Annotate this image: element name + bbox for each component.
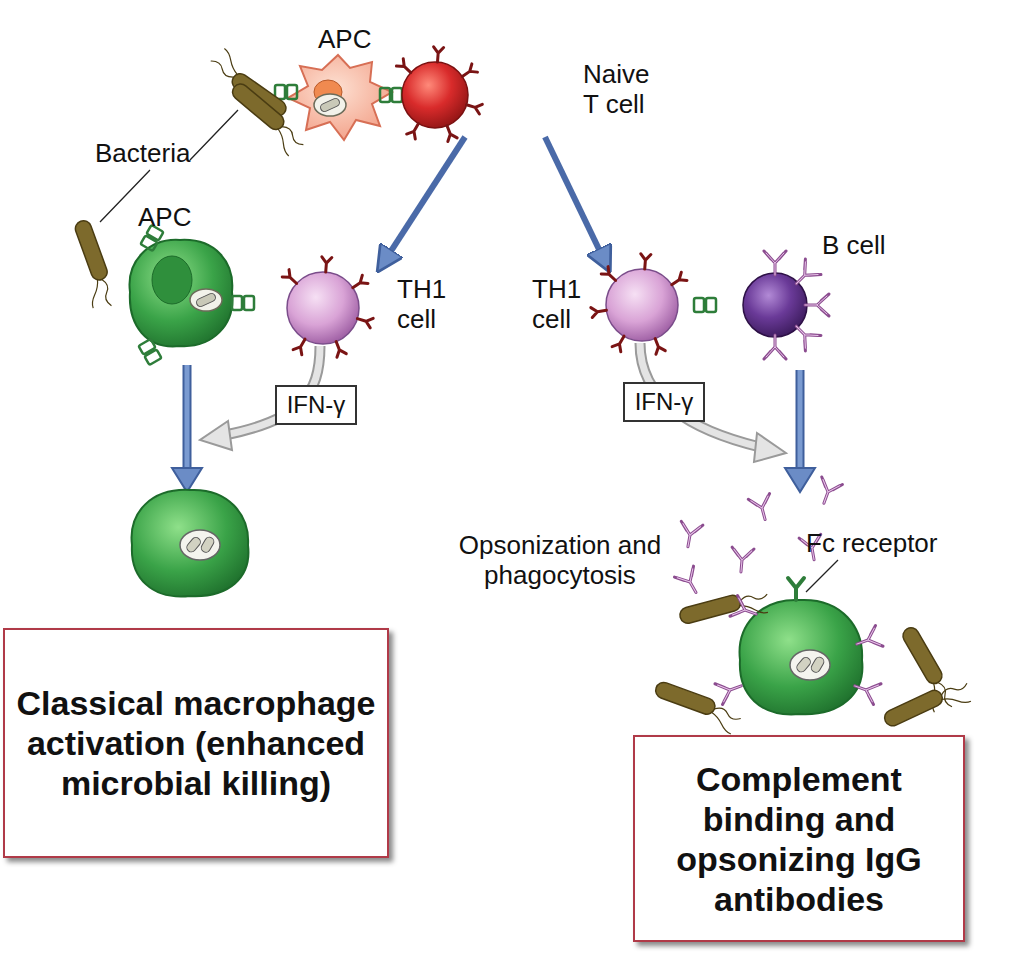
naive-t-cell: Naive T cell (400, 55, 663, 137)
outcome-text: Complement binding and opsonizing IgG an… (643, 759, 955, 919)
outcome-box: Complement binding and opsonizing IgG an… (633, 735, 965, 942)
antibody (788, 259, 821, 292)
antibody (814, 477, 843, 507)
b-cell: B cell (818, 228, 918, 262)
t-cell-receptor (293, 339, 305, 354)
process-label: Opsonization and phagocytosis (440, 530, 680, 590)
antigen-presenting-cell: APC (300, 22, 380, 56)
t-cell-receptor (353, 275, 368, 288)
antibody (805, 294, 829, 316)
antibody (730, 596, 760, 625)
t-cell-receptor (612, 336, 624, 351)
t-cell-receptor (591, 308, 607, 318)
t-cell-receptor (672, 272, 687, 285)
flow-arrow (545, 137, 608, 268)
t-cell-receptor (282, 270, 296, 284)
t-cell-receptor (396, 59, 410, 73)
t-cell-receptor (601, 267, 615, 281)
antibody (677, 521, 703, 548)
antigen-presenting-cell: APC (132, 200, 202, 234)
cell-label: APC (138, 202, 202, 232)
t-cell-receptor (655, 339, 665, 355)
cytokine-label: IFN-γ (287, 391, 346, 419)
antibody (764, 335, 786, 359)
antibody (764, 251, 786, 275)
t-cell-receptor (641, 254, 651, 269)
t-cell-receptor (447, 126, 457, 142)
antibody (788, 318, 821, 351)
t-cell-receptor (336, 342, 346, 358)
t-cell-receptor (407, 124, 419, 139)
th1-cell: TH1 cell (285, 268, 453, 348)
antibody (748, 494, 775, 523)
outcome-text: Classical macrophage activation (enhance… (13, 683, 379, 803)
cell-label: TH1 cell (397, 274, 453, 334)
receptor-label: Fc receptor (806, 528, 1016, 558)
outcome-box: Classical macrophage activation (enhance… (3, 628, 389, 858)
th1-cell: TH1 cell (528, 268, 680, 348)
antibody (853, 626, 883, 655)
cell-label: TH1 cell (532, 274, 588, 334)
t-cell-receptor (462, 64, 477, 77)
t-cell-receptor (467, 104, 483, 114)
antibody (715, 676, 745, 705)
cytokine-label: IFN-γ (635, 388, 694, 416)
t-cell-receptor (357, 318, 373, 328)
t-cell-receptor (434, 47, 444, 62)
cell-label: APC (318, 24, 380, 54)
antibody (730, 547, 754, 573)
flow-arrow (380, 137, 465, 268)
antibody (851, 676, 881, 705)
cell-label: B cell (822, 230, 918, 260)
cytokine-box: IFN-γ (275, 385, 357, 425)
cytokine-box: IFN-γ (623, 382, 705, 422)
bacteria-label: Bacteria (95, 138, 225, 168)
antibody (674, 566, 705, 598)
t-cell-receptor (322, 257, 332, 272)
cell-label: Naive T cell (583, 59, 661, 119)
